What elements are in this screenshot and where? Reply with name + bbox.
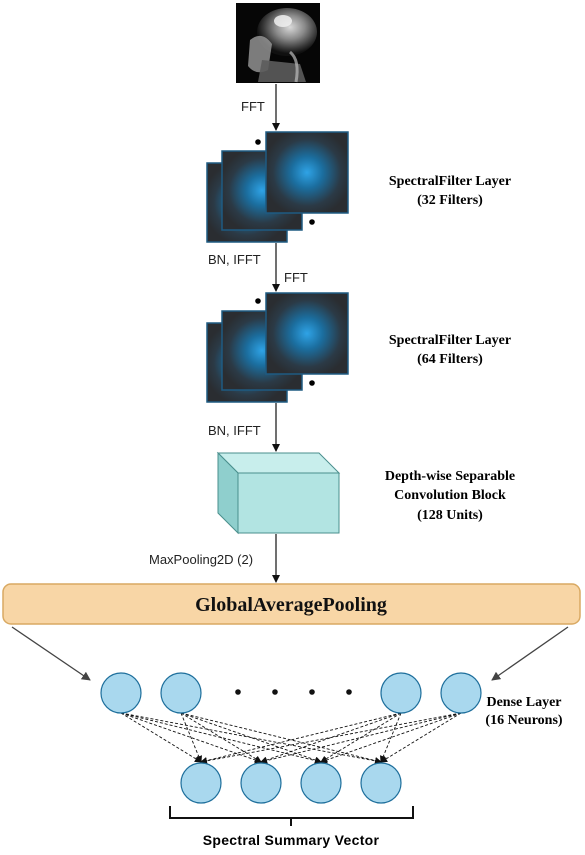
edge-label-bn-ifft-1: BN, IFFT bbox=[208, 252, 261, 267]
summary-bracket bbox=[169, 806, 414, 826]
edge-label-fft-1: FFT bbox=[241, 99, 265, 114]
spectral-layer-1-title: SpectralFilter Layer bbox=[389, 174, 511, 189]
dense-neuron bbox=[440, 672, 482, 714]
dense-neuron bbox=[160, 672, 202, 714]
dense-layer-title: Dense Layer bbox=[486, 695, 561, 710]
dense-connection bbox=[200, 712, 462, 765]
spectral-filter-stack-2 bbox=[206, 292, 349, 403]
dense-connection bbox=[260, 712, 462, 764]
dense-connection bbox=[180, 712, 262, 763]
edge-label-bn-ifft-2: BN, IFFT bbox=[208, 423, 261, 438]
dense-connection bbox=[200, 712, 402, 764]
dense-neuron bbox=[100, 672, 142, 714]
dense-connection bbox=[180, 712, 382, 764]
summary-vector-label: Spectral Summary Vector bbox=[203, 832, 380, 848]
global-average-pooling-block bbox=[2, 583, 581, 625]
summary-neuron bbox=[240, 762, 282, 804]
spectral-layer-2-filters: (64 Filters) bbox=[417, 352, 483, 367]
spectral-layer-2-title: SpectralFilter Layer bbox=[389, 333, 511, 348]
ellipsis-dot bbox=[309, 689, 315, 695]
dense-connection bbox=[180, 712, 202, 763]
arrow-gap-left bbox=[11, 626, 91, 681]
summary-neuron bbox=[300, 762, 342, 804]
dsconv-title-line2: Convolution Block bbox=[394, 488, 506, 503]
arrow-gap-right bbox=[491, 626, 569, 681]
ellipsis-dot bbox=[235, 689, 241, 695]
dsconv-units: (128 Units) bbox=[417, 508, 483, 523]
dense-connection bbox=[120, 712, 202, 763]
edge-label-maxpool: MaxPooling2D (2) bbox=[149, 552, 253, 567]
dense-layer-neurons bbox=[100, 672, 482, 714]
gap-label: GlobalAveragePooling bbox=[195, 594, 387, 616]
summary-neuron bbox=[180, 762, 222, 804]
dense-to-summary-connections bbox=[120, 712, 462, 765]
dense-connection bbox=[120, 712, 382, 765]
ellipsis-dot bbox=[346, 689, 352, 695]
dense-connection bbox=[380, 712, 462, 763]
summary-vector-neurons bbox=[180, 762, 402, 804]
ellipsis-dot bbox=[272, 689, 278, 695]
spectral-layer-1-filters: (32 Filters) bbox=[417, 193, 483, 208]
summary-neuron bbox=[360, 762, 402, 804]
spectral-filter-stack-1 bbox=[206, 131, 349, 243]
dsconv-block-cube bbox=[216, 451, 341, 535]
dense-connection bbox=[380, 712, 402, 763]
dense-neuron bbox=[380, 672, 422, 714]
edge-label-fft-2: FFT bbox=[284, 270, 308, 285]
dsconv-title-line1: Depth-wise Separable bbox=[385, 469, 515, 484]
dense-layer-neurons-count: (16 Neurons) bbox=[485, 713, 562, 728]
input-mri-image bbox=[236, 3, 320, 83]
